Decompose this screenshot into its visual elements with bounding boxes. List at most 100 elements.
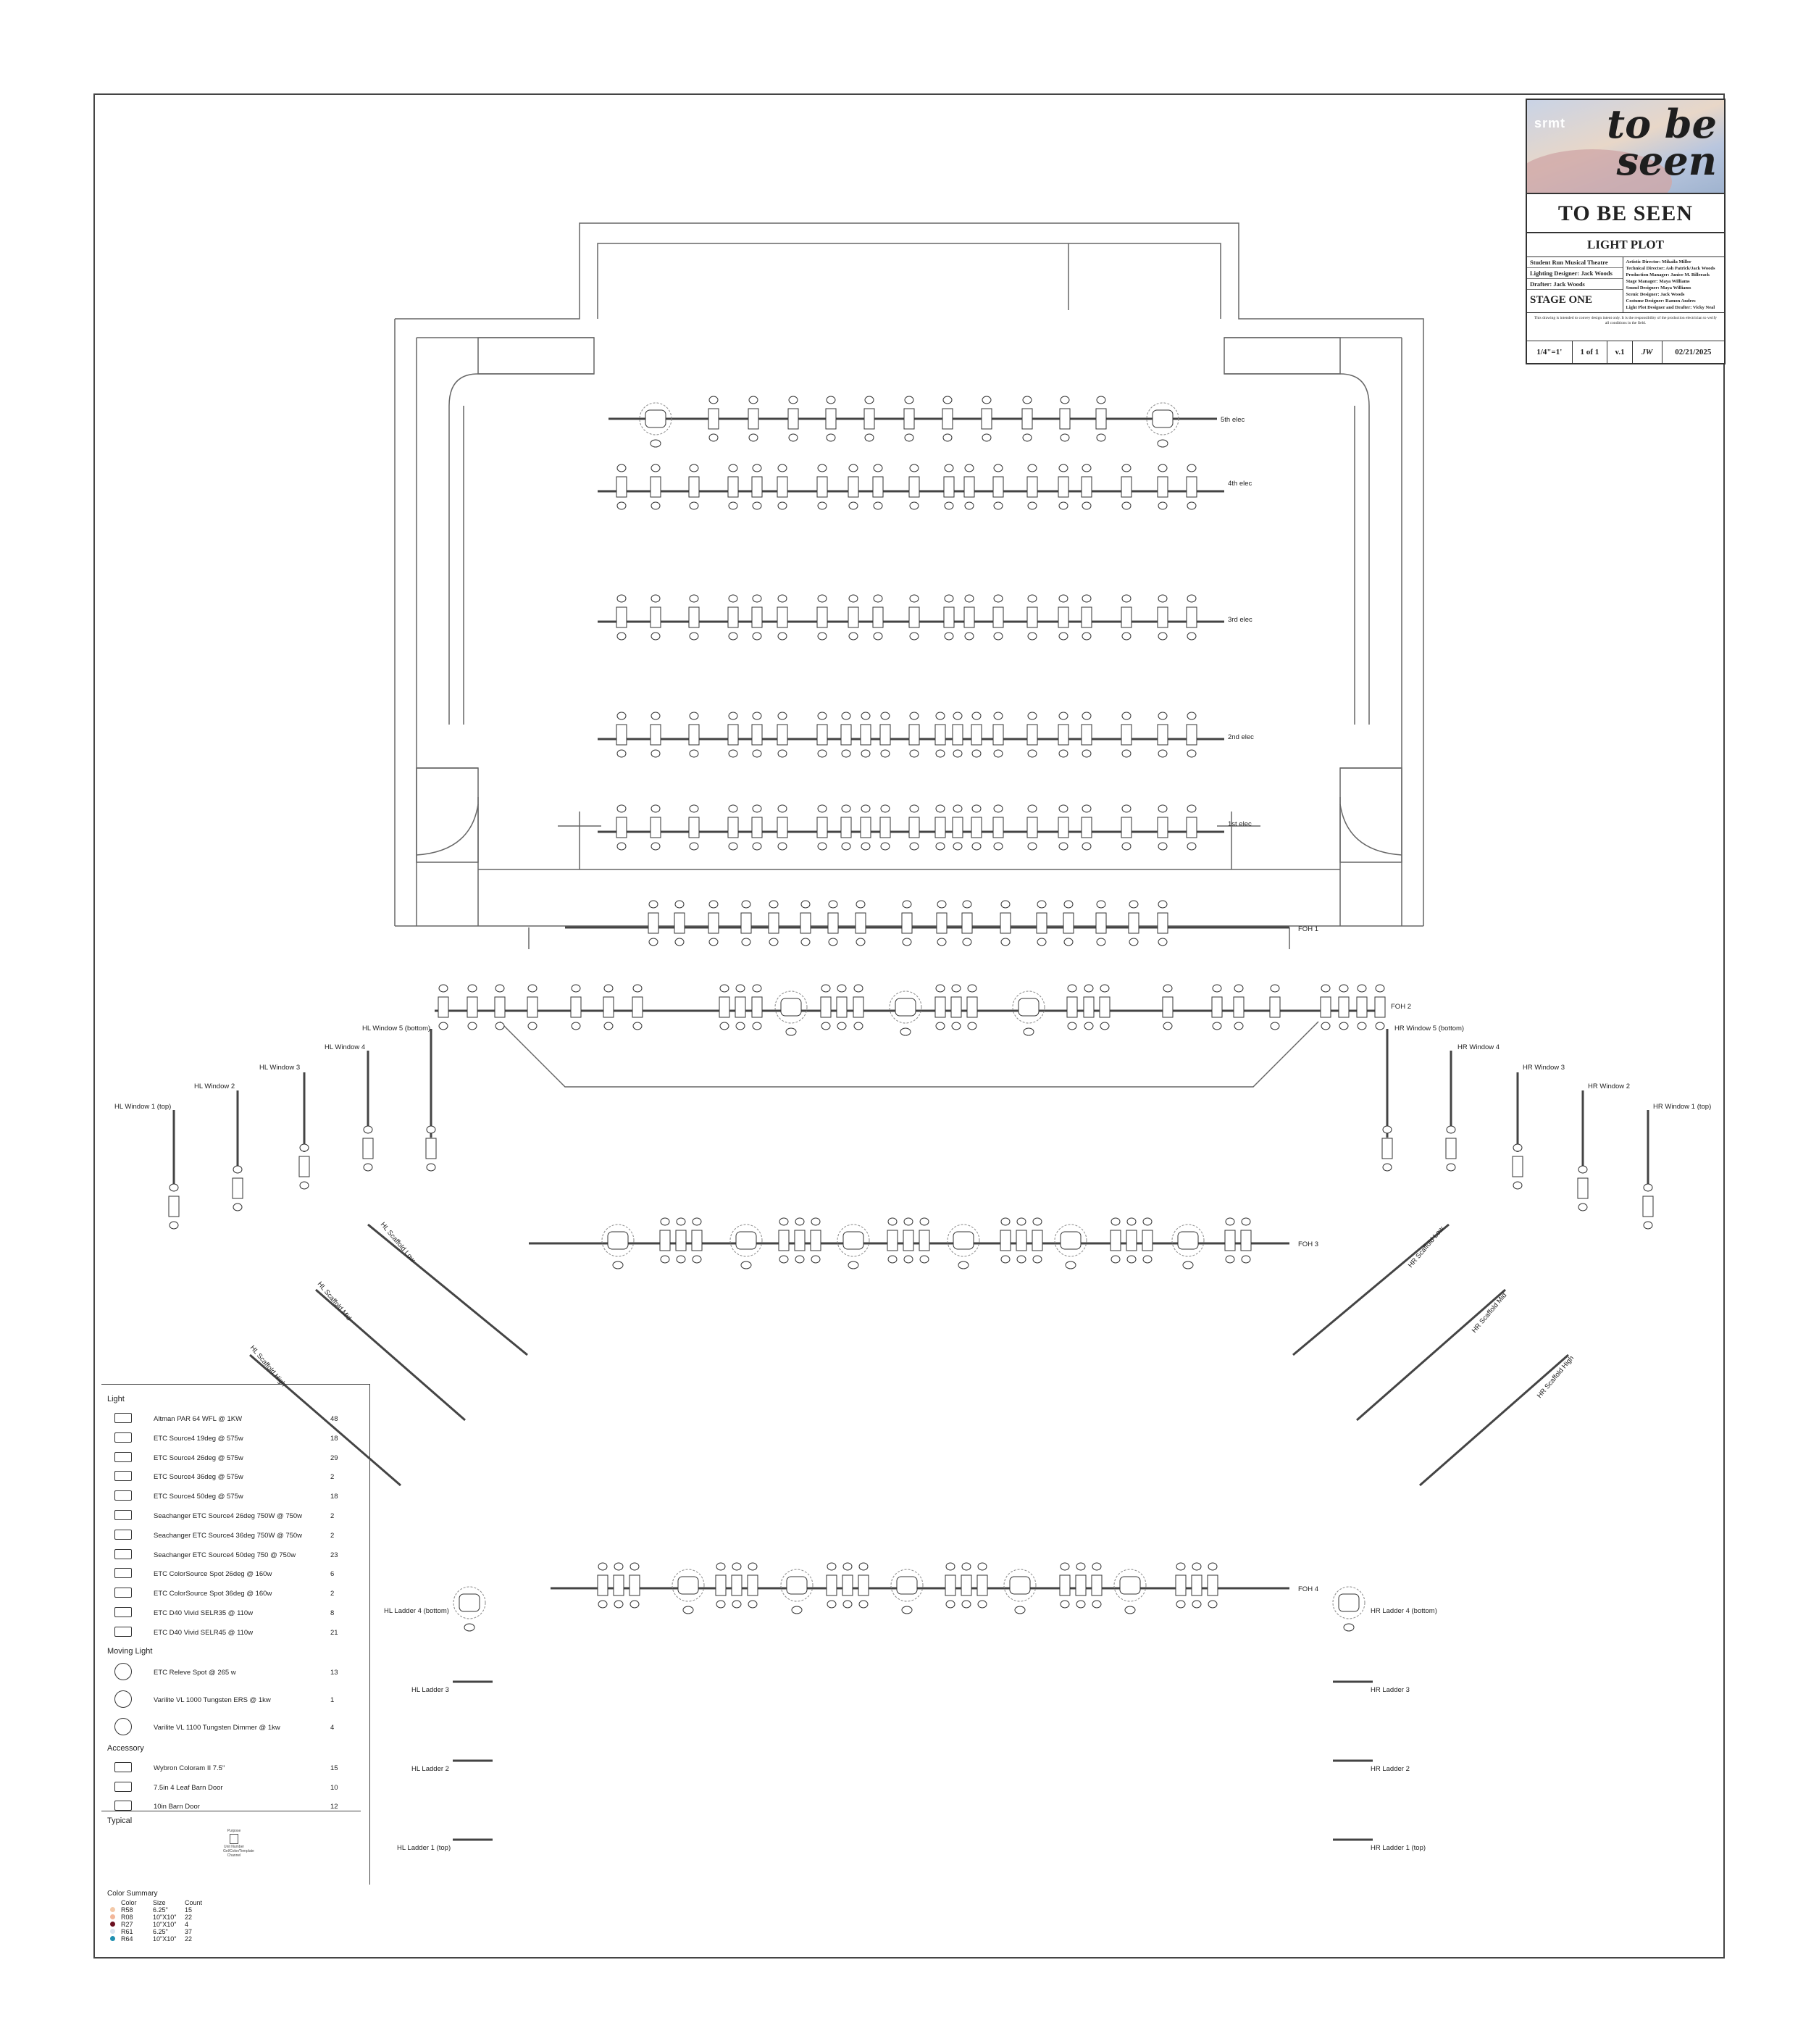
fixture-symbol-icon: [751, 464, 763, 510]
legend-item-count: 12: [330, 1803, 338, 1811]
fixture-symbol-icon: [879, 712, 891, 758]
fixture-symbol-icon: [943, 464, 955, 510]
fixture-symbol-icon: [1081, 594, 1092, 641]
fixture-symbol-icon: [1356, 984, 1368, 1030]
color-summary-header: Color Size Count: [121, 1899, 203, 1906]
fixture-symbol-icon: [971, 804, 982, 851]
fixture-symbol-icon: [1016, 1217, 1027, 1264]
fixture-symbol-icon: [936, 900, 948, 946]
color-size: 6.25": [153, 1906, 168, 1914]
legend-item-name: ETC D40 Vivid SELR45 @ 110w: [154, 1628, 254, 1637]
lighting-fixtures: [168, 396, 1654, 1632]
label-hr-window-2: HR Window 2: [1588, 1083, 1630, 1090]
fixture-symbol-icon: [1000, 1217, 1011, 1264]
legend-item-count: 18: [330, 1434, 338, 1443]
label-hr-ladder-1: HR Ladder 1 (top): [1371, 1844, 1426, 1852]
fixture-symbol-icon: [1000, 900, 1011, 946]
fixture-symbol-icon: [1095, 396, 1107, 442]
fixture-symbol-icon: [1026, 804, 1038, 851]
color-swatch: [110, 1907, 115, 1912]
fixture-symbol-icon: [616, 712, 627, 758]
legend-moving-header: Moving Light: [107, 1647, 153, 1656]
company-line: Student Run Musical Theatre: [1527, 257, 1623, 268]
fixture-symbol-icon: [1081, 712, 1092, 758]
fixture-symbol-icon: [114, 1718, 132, 1735]
fixture-symbol-icon: [751, 804, 763, 851]
label-hl-scaffold-mid: HL Scaffold Mid: [316, 1280, 353, 1322]
legend-item-count: 6: [330, 1570, 335, 1579]
legend-item-count: 29: [330, 1453, 338, 1462]
fixture-symbol-icon: [708, 396, 719, 442]
fixture-symbol-icon: [114, 1568, 132, 1579]
fixture-symbol-icon: [114, 1471, 132, 1482]
fixture-symbol-icon: [1121, 712, 1132, 758]
fixture-symbol-icon: [438, 984, 449, 1030]
fixture-symbol-icon: [674, 900, 685, 946]
fixture-symbol-icon: [943, 594, 955, 641]
designer-line: Lighting Designer: Jack Woods: [1527, 268, 1623, 279]
legend-accessory-header: Accessory: [107, 1744, 144, 1753]
fixture-symbol-icon: [114, 1490, 132, 1501]
fixture-symbol-icon: [966, 984, 978, 1030]
signature: JW: [1633, 341, 1662, 363]
fixture-symbol-icon: [1058, 464, 1069, 510]
label-hr-window-1: HR Window 1 (top): [1653, 1103, 1711, 1111]
info-block: Student Run Musical Theatre Lighting Des…: [1527, 257, 1724, 313]
color-count: 22: [185, 1914, 193, 1921]
fixture-symbol-icon: [114, 1451, 132, 1462]
label-hl-ladder-1: HL Ladder 1 (top): [397, 1844, 451, 1852]
fixture-symbol-icon: [114, 1529, 132, 1540]
title-block: srmt to be seen TO BE SEEN LIGHT PLOT St…: [1526, 99, 1726, 364]
fixture-symbol-icon: [425, 1125, 437, 1172]
sheet-number: 1 of 1: [1573, 341, 1608, 363]
label-hr-window-4: HR Window 4: [1457, 1043, 1500, 1051]
drafter-line: Drafter: Jack Woods: [1527, 279, 1623, 290]
legend-item-count: 8: [330, 1609, 335, 1617]
fixture-symbol-icon: [650, 712, 661, 758]
credit-line: Artistic Director: Mikaila Miller: [1626, 259, 1691, 264]
label-hl-window-2: HL Window 2: [194, 1083, 235, 1090]
show-title: TO BE SEEN: [1527, 194, 1724, 233]
fixture-symbol-icon: [1577, 1165, 1589, 1211]
sheet-border: [93, 93, 1725, 1959]
fixture-symbol-icon: [727, 712, 739, 758]
label-hr-ladder-2: HR Ladder 2: [1371, 1765, 1410, 1773]
typical-unit-key: Purpose Unit Number Gel/Color/Template C…: [223, 1829, 254, 1858]
fixture-symbol-icon: [853, 984, 864, 1030]
moving-light-icon: [1012, 990, 1045, 1036]
fixture-symbol-icon: [840, 712, 852, 758]
fixture-symbol-icon: [777, 464, 788, 510]
label-hr-window-3: HR Window 3: [1523, 1064, 1565, 1072]
fixture-symbol-icon: [1445, 1125, 1457, 1172]
label-hr-window-5: HR Window 5 (bottom): [1394, 1025, 1464, 1033]
title-footer: 1/4"=1' 1 of 1 v.1 JW 02/21/2025: [1527, 341, 1724, 363]
legend-item-name: Wybron Coloram II 7.5": [154, 1764, 225, 1772]
fixture-symbol-icon: [908, 804, 920, 851]
fixture-symbol-icon: [114, 1690, 132, 1708]
booms: [172, 1029, 1649, 1841]
moving-light-icon: [837, 1224, 870, 1269]
credit-line: Light Plot Designer and Drafter: Vicky N…: [1626, 305, 1715, 310]
fixture-symbol-icon: [747, 1562, 758, 1609]
color-code: R08: [121, 1914, 133, 1921]
legend-item-count: 23: [330, 1551, 338, 1559]
legend-item-name: 10in Barn Door: [154, 1803, 200, 1811]
credit-line: Scenic Designer: Jack Woods: [1626, 292, 1685, 297]
typical-purpose: Purpose: [227, 1829, 241, 1833]
legend-item-count: 13: [330, 1669, 338, 1677]
legend-item-name: 7.5in 4 Leaf Barn Door: [154, 1783, 223, 1792]
fixture-symbol-icon: [1099, 984, 1111, 1030]
fixture-symbol-icon: [848, 594, 859, 641]
color-code: R64: [121, 1935, 133, 1943]
fixture-symbol-icon: [1374, 984, 1386, 1030]
label-hl-scaffold-low: HL Scaffold Low: [379, 1221, 417, 1264]
fixture-symbol-icon: [715, 1562, 727, 1609]
fixture-symbol-icon: [1021, 396, 1033, 442]
label-hl-ladder-4: HL Ladder 4 (bottom): [384, 1607, 449, 1615]
moving-light-icon: [774, 990, 808, 1036]
fixture-symbol-icon: [719, 984, 730, 1030]
legend-item-count: 21: [330, 1628, 338, 1637]
